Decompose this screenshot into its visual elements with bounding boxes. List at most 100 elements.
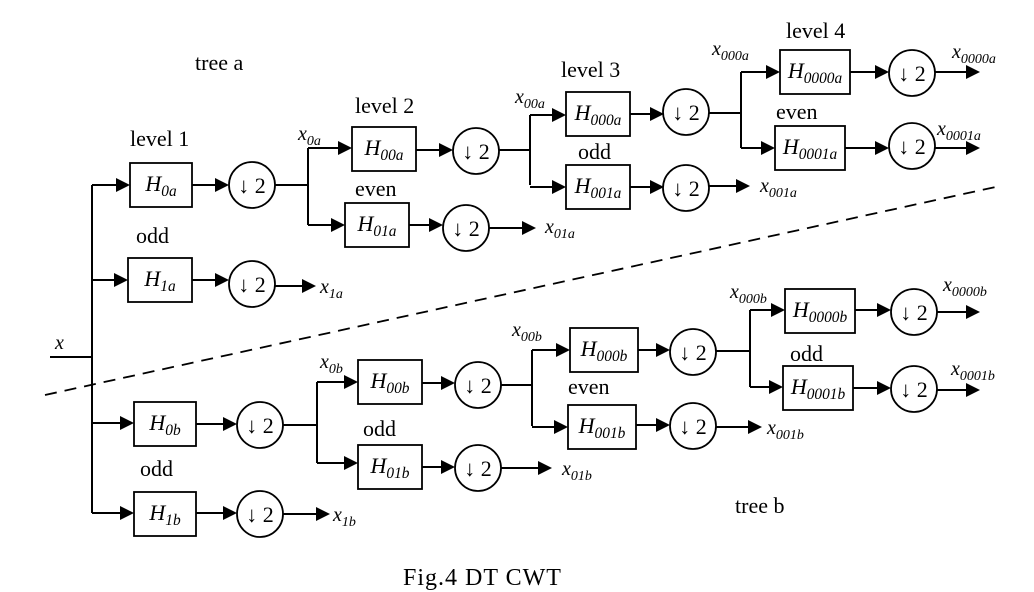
filter-label-h0a: H0a bbox=[144, 171, 177, 200]
tree-a-label: tree a bbox=[195, 50, 243, 75]
downsampler-h0000a-label: ↓ 2 bbox=[898, 61, 926, 86]
filter-box-h00a bbox=[351, 126, 417, 172]
arrow-head bbox=[316, 507, 330, 521]
signal-label-x000b: x000b bbox=[729, 281, 767, 307]
arrow-head bbox=[538, 461, 552, 475]
filter-label-h0b: H0b bbox=[148, 410, 181, 439]
odd-label-l1b: odd bbox=[140, 456, 173, 481]
downsampler-h1a bbox=[228, 260, 276, 308]
filter-box-h000b bbox=[569, 327, 639, 373]
arrow-head bbox=[120, 506, 134, 520]
arrow-head bbox=[116, 178, 130, 192]
filter-label-h001a: H001a bbox=[574, 173, 622, 202]
arrow-head bbox=[650, 180, 664, 194]
signal-label-x1a: x1a bbox=[319, 276, 343, 302]
signal-label-x000a: x000a bbox=[711, 38, 749, 64]
arrow-head bbox=[766, 65, 780, 79]
odd-label-l2b: odd bbox=[363, 416, 396, 441]
arrow-head bbox=[736, 179, 750, 193]
filter-label-h01a: H01a bbox=[357, 211, 397, 240]
arrow-head bbox=[215, 273, 229, 287]
signal-label-x001b: x001b bbox=[766, 417, 804, 443]
downsampler-h001a-label: ↓ 2 bbox=[672, 176, 700, 201]
filter-label-h0000b: H0000b bbox=[792, 297, 848, 326]
odd-label-l4b: odd bbox=[790, 341, 823, 366]
arrow-head bbox=[441, 460, 455, 474]
arrow-head bbox=[650, 107, 664, 121]
filter-box-h1b bbox=[133, 491, 197, 537]
filter-box-h0001b bbox=[782, 365, 854, 411]
even-label-l3b: even bbox=[568, 374, 610, 399]
arrow-head bbox=[656, 343, 670, 357]
downsampler-h1b-label: ↓ 2 bbox=[246, 502, 274, 527]
filter-label-h00a: H00a bbox=[364, 135, 404, 164]
tree-separator-line bbox=[44, 185, 1001, 396]
downsampler-h00b-label: ↓ 2 bbox=[464, 373, 492, 398]
signal-label-x0a: x0a bbox=[297, 123, 321, 149]
filter-box-h01b bbox=[357, 444, 423, 490]
odd-label-l3a: odd bbox=[578, 139, 611, 164]
filter-label-h001b: H001b bbox=[578, 413, 626, 442]
arrow-head bbox=[223, 417, 237, 431]
signal-label-x0001a: x0001a bbox=[936, 118, 981, 144]
downsampler-h0000b-label: ↓ 2 bbox=[900, 300, 928, 325]
arrow-head bbox=[556, 343, 570, 357]
filter-box-h001b bbox=[567, 404, 637, 450]
arrow-head bbox=[966, 383, 980, 397]
filter-label-h000a: H000a bbox=[574, 100, 622, 129]
input-label: x bbox=[54, 332, 64, 354]
arrow-head bbox=[120, 416, 134, 430]
arrow-head bbox=[554, 420, 568, 434]
downsampler-h001b-label: ↓ 2 bbox=[679, 414, 707, 439]
even-label-l2a: even bbox=[355, 176, 397, 201]
arrow-head bbox=[875, 65, 889, 79]
arrow-head bbox=[522, 221, 536, 235]
filter-label-h0000a: H0000a bbox=[787, 58, 843, 87]
odd-label-l1a: odd bbox=[136, 223, 169, 248]
signal-label-x0001b: x0001b bbox=[950, 358, 995, 384]
arrow-head bbox=[748, 420, 762, 434]
level1-label: level 1 bbox=[130, 126, 189, 151]
signal-label-x001a: x001a bbox=[759, 175, 797, 201]
level2-label: level 2 bbox=[355, 93, 414, 118]
downsampler-h0001b-label: ↓ 2 bbox=[900, 377, 928, 402]
level3-label: level 3 bbox=[561, 57, 620, 82]
arrow-head bbox=[331, 218, 345, 232]
tree-b-label: tree b bbox=[735, 493, 784, 518]
downsampler-h0001a bbox=[888, 122, 936, 170]
filter-label-h0001a: H0001a bbox=[782, 134, 838, 163]
arrow-head bbox=[877, 303, 891, 317]
filter-label-h1b: H1b bbox=[148, 500, 181, 529]
signal-label-x0b: x0b bbox=[319, 351, 343, 377]
downsampler-h01a-label: ↓ 2 bbox=[452, 216, 480, 241]
arrow-head bbox=[344, 375, 358, 389]
filter-label-h01b: H01b bbox=[370, 453, 410, 482]
filter-box-h00b bbox=[357, 359, 423, 405]
filter-label-h0001b: H0001b bbox=[790, 374, 846, 403]
level4-label: level 4 bbox=[786, 18, 845, 43]
arrow-head bbox=[429, 218, 443, 232]
arrow-head bbox=[877, 381, 891, 395]
signal-label-x0000b: x0000b bbox=[942, 274, 987, 300]
arrow-head bbox=[223, 506, 237, 520]
downsampler-h000b-label: ↓ 2 bbox=[679, 340, 707, 365]
arrow-head bbox=[439, 143, 453, 157]
filter-box-h0b bbox=[133, 401, 197, 447]
arrow-head bbox=[552, 180, 566, 194]
arrow-head bbox=[656, 418, 670, 432]
arrow-head bbox=[966, 141, 980, 155]
filter-box-h0a bbox=[129, 162, 193, 208]
downsampler-h001a bbox=[662, 164, 710, 212]
arrow-head bbox=[875, 141, 889, 155]
filter-box-h0001a bbox=[774, 125, 846, 171]
filter-box-h001a bbox=[565, 164, 631, 210]
signal-label-x00b: x00b bbox=[511, 319, 542, 345]
filter-label-h000b: H000b bbox=[580, 336, 628, 365]
arrow-head bbox=[114, 273, 128, 287]
downsampler-h0b-label: ↓ 2 bbox=[246, 413, 274, 438]
arrow-head bbox=[338, 141, 352, 155]
downsampler-h0a-label: ↓ 2 bbox=[238, 173, 266, 198]
filter-label-h00b: H00b bbox=[370, 368, 410, 397]
signal-label-x01b: x01b bbox=[561, 458, 592, 484]
